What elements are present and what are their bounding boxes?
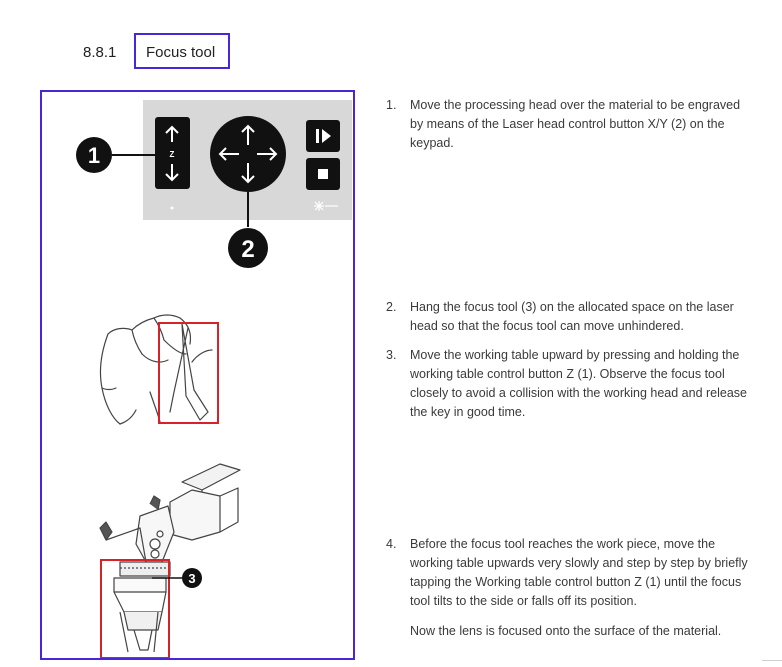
step-3-line-3: closely to avoid a collision with the wo… — [410, 386, 747, 400]
step-1: 1. Move the processing head over the mat… — [386, 96, 766, 156]
callout-3: 3 — [152, 568, 202, 588]
step-2-line-2: head so that the focus tool can move unh… — [410, 319, 684, 333]
step-3-line-4: the key in good time. — [410, 405, 526, 419]
keypad-illustration: Z — [143, 100, 352, 220]
step-1-text: Move the processing head over the materi… — [410, 96, 740, 153]
callout-1: 1 — [76, 137, 155, 173]
section-title-frame: Focus tool — [134, 33, 230, 69]
illustration-frame: Z — [40, 90, 355, 660]
section-title: Focus tool — [146, 44, 216, 61]
laser-icon — [314, 201, 338, 211]
step-3-number: 3. — [386, 348, 397, 362]
step-3: 3. Move the working table upward by pres… — [386, 346, 766, 426]
step-4: 4. Before the focus tool reaches the wor… — [386, 535, 766, 615]
step-1-line-3: keypad. — [410, 136, 454, 150]
step-3-line-2: working table control button Z (1). Obse… — [410, 367, 725, 381]
step-1-number: 1. — [386, 98, 397, 112]
step-1-line-1: Move the processing head over the materi… — [410, 98, 741, 112]
stop-icon — [318, 169, 328, 179]
step-1-line-2: by means of the Laser head control butto… — [410, 117, 725, 131]
arrow-up-icon — [165, 125, 179, 142]
step-4-text: Before the focus tool reaches the work p… — [410, 535, 748, 611]
direction-pad-icon — [210, 116, 286, 192]
z-label: Z — [170, 150, 175, 159]
result-note: Now the lens is focused onto the surface… — [410, 624, 722, 638]
step-3-text: Move the working table upward by pressin… — [410, 346, 747, 422]
arrow-down-icon — [165, 164, 179, 182]
page-edge-rule — [762, 660, 782, 661]
focus-tool-highlight-2 — [100, 559, 170, 658]
step-2: 2. Hang the focus tool (3) on the alloca… — [386, 298, 766, 338]
z-button-icon — [155, 117, 190, 189]
step-2-text: Hang the focus tool (3) on the allocated… — [410, 298, 734, 336]
callout-2-label: 2 — [241, 236, 254, 263]
step-4-line-4: tool tilts to the side or falls off its … — [410, 594, 637, 608]
play-icon-bar — [316, 129, 319, 143]
step-4-number: 4. — [386, 537, 397, 551]
section-number: 8.8.1 — [83, 44, 117, 61]
laser-head-illustration — [99, 463, 241, 653]
hand-illustration — [99, 314, 213, 425]
play-icon — [322, 129, 331, 143]
callout-2: 2 — [228, 192, 268, 268]
step-4-line-2: working table upwards very slowly and st… — [410, 556, 748, 570]
step-2-line-1: Hang the focus tool (3) on the allocated… — [410, 300, 734, 314]
callout-3-label: 3 — [188, 571, 195, 586]
step-2-number: 2. — [386, 300, 397, 314]
indicator-dot — [170, 206, 174, 210]
step-4-line-3: tapping the Working table control button… — [410, 575, 742, 589]
step-3-line-1: Move the working table upward by pressin… — [410, 348, 740, 362]
focus-tool-highlight — [158, 322, 219, 424]
callout-1-label: 1 — [88, 143, 100, 168]
step-4-line-1: Before the focus tool reaches the work p… — [410, 537, 716, 551]
direction-arrows — [218, 124, 278, 184]
illustration-canvas: Z — [76, 100, 352, 658]
